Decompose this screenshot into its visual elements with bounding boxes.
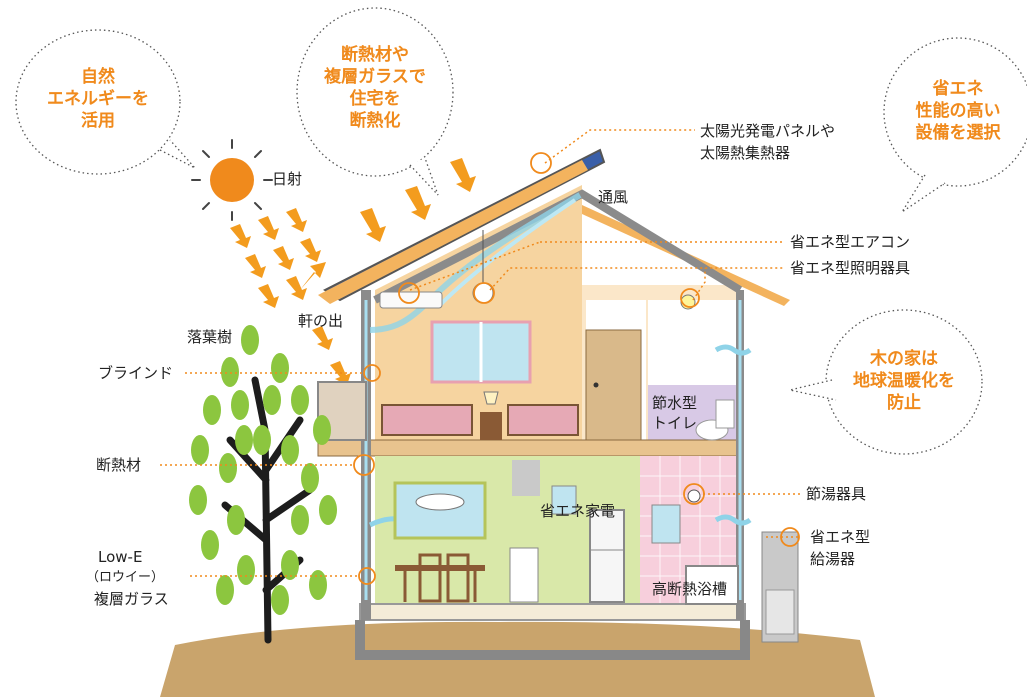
bubble-insulation-text: 断熱材や 複層ガラスで 住宅を 断熱化 (324, 45, 426, 131)
label-eaves: 軒の出 (298, 312, 344, 330)
bubble-wood-outline (789, 309, 983, 455)
label-ventilation: 通風 (598, 188, 629, 206)
label-lighting: 省エネ型照明器具 (790, 259, 911, 277)
label-water-heater-line1: 省エネ型 (810, 528, 871, 546)
label-water-toilet-line2: トイレ (652, 414, 698, 432)
sun-icon (191, 139, 273, 221)
label-insulation-material: 断熱材 (96, 456, 142, 474)
label-solar-panel-line1: 太陽光発電パネルや (700, 122, 836, 140)
label-solar-radiation: 日射 (272, 170, 303, 188)
label-bathtub: 高断熱浴槽 (652, 580, 728, 598)
label-lowe-line3: 複層ガラス (94, 590, 169, 608)
label-solar-panel-line2: 太陽熱集熱器 (700, 144, 791, 162)
label-lowe-line1: Low-E (98, 548, 143, 566)
bubble-insulation-outline (296, 7, 454, 196)
label-aircon: 省エネ型エアコン (790, 233, 911, 251)
bubble-nature-text: 自然 エネルギーを 活用 (47, 67, 149, 131)
bubble-wood-text: 木の家は 地球温暖化を 防止 (853, 349, 955, 413)
bubble-equipment-outline (883, 37, 1027, 213)
label-appliances: 省エネ家電 (540, 502, 616, 520)
label-lowe-line2: （ロウイー） (86, 570, 165, 585)
deciduous-tree (189, 325, 337, 644)
label-shower: 節湯器具 (806, 485, 867, 503)
bubble-nature-outline (15, 29, 196, 175)
house (317, 148, 799, 660)
label-blind: ブラインド (98, 364, 174, 382)
label-water-heater-line2: 給湯器 (810, 550, 856, 568)
bubble-equipment-text: 省エネ 性能の高い 設備を選択 (915, 79, 1001, 143)
leader-lines (160, 129, 800, 577)
label-water-toilet-line1: 節水型 (652, 394, 698, 412)
label-deciduous-tree: 落葉樹 (187, 328, 233, 346)
callout-circles (353, 152, 800, 585)
